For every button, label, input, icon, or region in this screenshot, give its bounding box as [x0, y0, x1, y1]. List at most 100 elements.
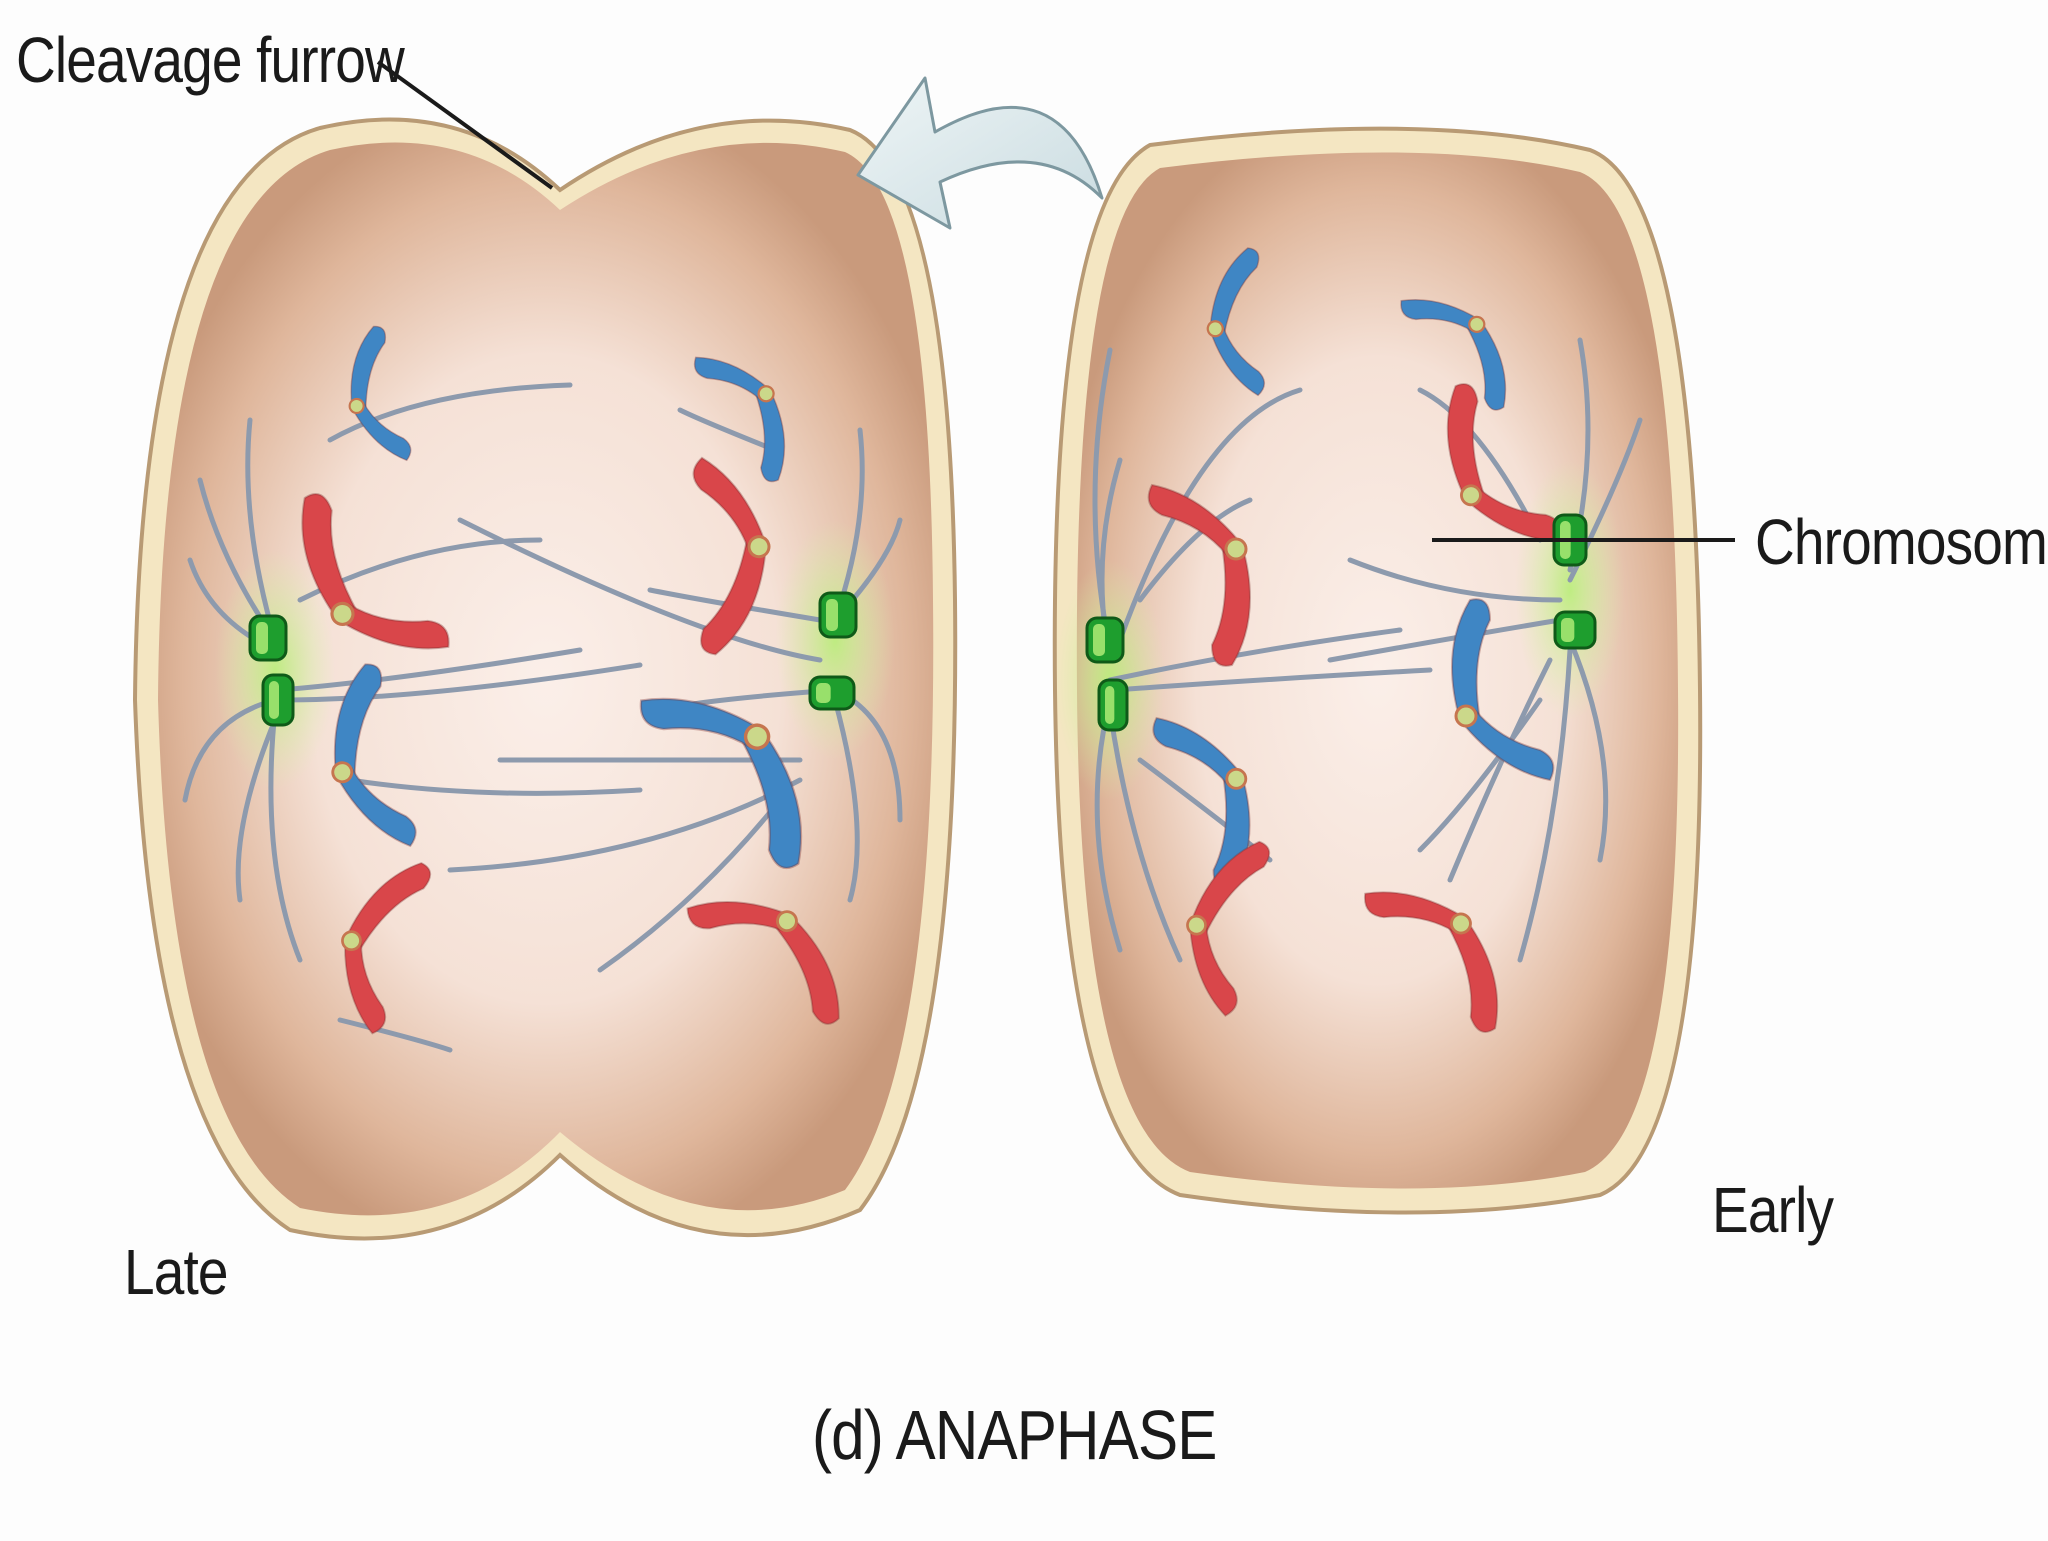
- chromosome: [1446, 383, 1563, 543]
- spindle-fiber: [597, 797, 783, 973]
- chromatid: [343, 862, 432, 953]
- chromatid: [1445, 916, 1499, 1033]
- chromosome: [341, 862, 432, 1035]
- centromere: [1460, 484, 1482, 507]
- chromatid: [1210, 544, 1251, 667]
- chromatid: [738, 728, 803, 870]
- spindle-fiber: [677, 407, 778, 453]
- spindle-fiber: [1117, 387, 1303, 643]
- spindle-fiber: [1137, 497, 1253, 603]
- spindle-fiber: [245, 417, 278, 643]
- chromatid: [692, 456, 768, 551]
- centromere: [1206, 320, 1224, 338]
- chromatid: [1189, 924, 1238, 1017]
- centromere: [1450, 912, 1472, 935]
- chromatid: [693, 356, 772, 401]
- chromatid: [1458, 708, 1555, 782]
- spindle-fiber: [182, 697, 278, 803]
- spindle-fiber: [347, 777, 643, 796]
- spindle-fiber: [447, 777, 803, 873]
- chromatid: [344, 938, 387, 1035]
- centromere: [1224, 537, 1248, 561]
- chromatid: [351, 402, 412, 462]
- curved-arrow-left-icon: [856, 76, 1104, 230]
- chromosomes: [301, 247, 1563, 1035]
- chromatid: [301, 493, 360, 622]
- chromosome: [1186, 840, 1271, 1017]
- chromatid: [1451, 598, 1492, 721]
- spindle-fiber: [1567, 637, 1609, 863]
- chromatid: [1209, 247, 1260, 337]
- chromatid: [1400, 298, 1482, 332]
- centriole-highlight: [269, 681, 279, 719]
- spindle-fiber: [1107, 627, 1403, 683]
- spindle-fiber: [457, 517, 823, 663]
- chromatid: [1188, 840, 1271, 937]
- chromatid: [1147, 483, 1244, 557]
- centriole-highlight: [1093, 624, 1105, 656]
- chromosome: [1206, 247, 1266, 397]
- chromosome: [331, 663, 417, 848]
- chromosome: [1363, 891, 1499, 1033]
- spindle-fiber: [277, 662, 643, 703]
- chromatid: [1446, 383, 1486, 502]
- chromatid: [1464, 319, 1507, 411]
- chromosome: [1147, 483, 1251, 667]
- chromosome: [692, 456, 771, 656]
- centromere: [1186, 914, 1207, 936]
- spindle-fiber: [337, 1017, 453, 1053]
- spindle-fiber: [327, 382, 573, 443]
- spindle-fiber: [832, 697, 860, 903]
- right-pole-glow: [775, 520, 895, 760]
- spindle-fiber: [1517, 647, 1573, 963]
- chromatid: [686, 901, 792, 932]
- spindle-fiber: [647, 587, 823, 623]
- chromatid: [334, 766, 417, 848]
- chromatid: [639, 697, 764, 749]
- chromatid: [700, 536, 768, 656]
- centromere: [348, 397, 365, 415]
- caption: (d) ANAPHASE: [812, 1396, 1217, 1474]
- centriole-highlight: [256, 622, 268, 654]
- spindle-fiber: [1447, 657, 1553, 883]
- late-label: Late: [124, 1236, 229, 1308]
- cleavage-furrow-leader: [376, 60, 554, 190]
- centromere: [330, 601, 355, 626]
- chromosome: [686, 901, 840, 1025]
- chromosome: [1451, 598, 1555, 782]
- centromere: [1454, 704, 1478, 728]
- centriole-highlight: [826, 599, 838, 631]
- chromatid: [1152, 716, 1244, 786]
- centromere: [757, 385, 775, 403]
- chromatid: [336, 603, 450, 650]
- centriole-highlight: [1561, 618, 1575, 642]
- centromere: [747, 535, 771, 559]
- chromatid: [754, 389, 786, 483]
- spindle-fiber: [268, 707, 303, 963]
- centromere: [1468, 315, 1486, 333]
- centriole-highlight: [1105, 686, 1115, 724]
- centromere: [1225, 767, 1248, 790]
- spindle-fiber: [1094, 697, 1123, 953]
- chromatid: [772, 913, 840, 1025]
- chromosome: [639, 697, 803, 870]
- centromere: [776, 910, 798, 933]
- chromosome: [348, 325, 412, 462]
- chromatid: [350, 325, 387, 412]
- left-pole-glow: [215, 550, 335, 790]
- centromere: [341, 930, 362, 952]
- spindle-fiber: [235, 717, 278, 903]
- spindle-fiber: [1347, 557, 1563, 603]
- chromosome: [1400, 298, 1507, 411]
- chromosome: [301, 493, 450, 650]
- chromatid: [1363, 891, 1467, 934]
- centrioles: [248, 513, 1597, 732]
- centromere: [331, 761, 354, 784]
- chromatid: [1209, 325, 1266, 397]
- centromere: [743, 723, 771, 750]
- chromatid: [333, 663, 383, 780]
- chromosome-label: Chromosome: [1755, 506, 2048, 578]
- spindle-fibers: [182, 337, 1643, 1053]
